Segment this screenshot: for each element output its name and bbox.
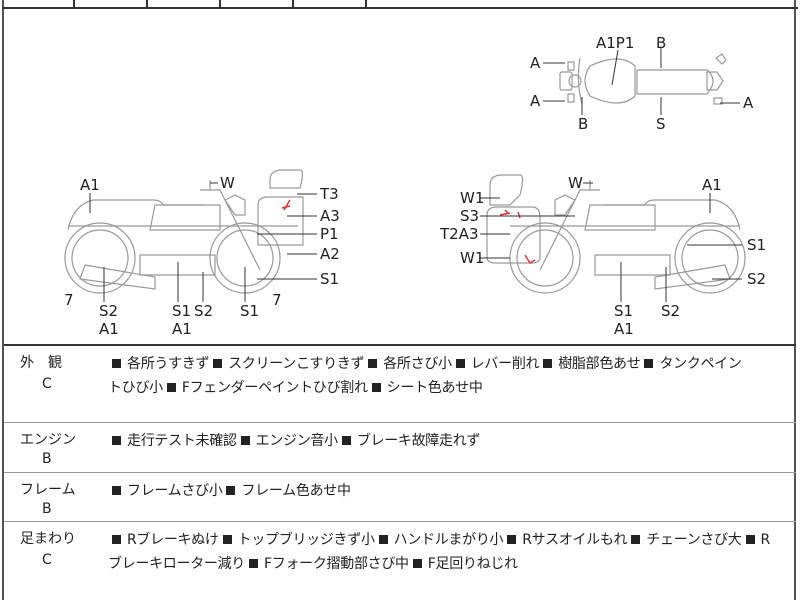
column-divider: [365, 0, 367, 7]
motorcycle-outline-icons: [64, 48, 746, 302]
bullet-square-icon: [222, 535, 232, 544]
header-table-row: [2, 0, 798, 9]
bullet-square-icon: [745, 535, 755, 544]
bullet-square-icon: [240, 436, 250, 445]
section-grade: C: [42, 552, 52, 568]
damage-marks-left: [281, 199, 291, 211]
label-right-w1-bottom: W1: [460, 249, 485, 267]
label-top-a1p1: A1P1: [596, 34, 635, 52]
top-view-motorcycle-icon: [559, 53, 727, 105]
label-right-t2a3: T2A3: [440, 225, 479, 243]
left-side-motorcycle-icon: [64, 169, 304, 294]
section-frame: フレーム B フレームさび小フレーム色あせ中: [4, 473, 796, 521]
label-top-b-lower: B: [578, 115, 589, 133]
bullet-square-icon: [368, 359, 378, 368]
column-divider: [146, 0, 148, 7]
bullet-square-icon: [249, 559, 258, 568]
bullet-square-icon: [213, 359, 223, 368]
label-top-a-front-lower: A: [530, 92, 541, 110]
section-notes: 走行テスト未確認エンジン音小ブレーキ故障走れず: [108, 429, 788, 453]
column-divider: [292, 0, 294, 7]
bullet-square-icon: [341, 436, 351, 445]
section-notes: フレームさび小フレーム色あせ中: [108, 479, 788, 503]
bullet-square-icon: [166, 383, 176, 392]
section-grade: B: [42, 451, 52, 467]
bullet-square-icon: [112, 486, 121, 495]
label-top-a-rear: A: [743, 94, 754, 112]
bullet-square-icon: [455, 359, 465, 368]
section-name: フレーム: [20, 482, 76, 498]
label-left-w: W: [220, 174, 235, 192]
column-divider: [73, 0, 75, 7]
label-left-p1: P1: [320, 225, 339, 243]
section-divider: [4, 521, 796, 522]
label-left-a2: A2: [320, 245, 340, 263]
label-left-a1-a: A1: [99, 320, 119, 338]
label-right-a1-a: A1: [614, 320, 634, 338]
label-right-w1-top: W1: [460, 189, 485, 207]
label-right-s2: S2: [747, 270, 767, 288]
damage-marks-right: [499, 209, 536, 265]
section-exterior: 外 観 C 各所うすきずスクリーンこすりきず各所さび小レバー削れ樹脂部色あせタン…: [4, 346, 796, 422]
bullet-square-icon: [112, 359, 121, 368]
bullet-square-icon: [631, 535, 641, 544]
bullet-square-icon: [507, 535, 517, 544]
label-left-s1-c: S1: [240, 302, 260, 320]
label-left-s2-a: S2: [99, 302, 119, 320]
section-name: 外 観: [20, 355, 62, 371]
section-grade: C: [42, 376, 52, 392]
section-name: 足まわり: [20, 531, 76, 547]
section-notes: 各所うすきずスクリーンこすりきず各所さび小レバー削れ樹脂部色あせタンクペイントひ…: [108, 356, 742, 396]
leader-lines: [89, 48, 742, 302]
section-divider: [4, 422, 796, 423]
bullet-square-icon: [371, 383, 381, 392]
label-left-s2-b: S2: [194, 302, 214, 320]
label-left-a3: A3: [320, 207, 340, 225]
label-left-7-front: 7: [272, 291, 282, 309]
label-right-w: W: [568, 174, 583, 192]
label-top-b-upper: B: [656, 34, 667, 52]
bullet-square-icon: [112, 436, 121, 445]
label-right-s2-a: S2: [661, 302, 681, 320]
damage-diagram: A1P1 B A A B S A A1 W T3 A3 P1 A2 S1 7 7…: [4, 9, 796, 345]
label-left-s1-b: S1: [172, 302, 192, 320]
label-left-s1: S1: [320, 270, 340, 288]
label-left-a1-top: A1: [80, 176, 100, 194]
bullet-square-icon: [543, 359, 553, 368]
right-side-motorcycle-icon: [486, 174, 746, 294]
section-name: エンジン: [20, 432, 76, 448]
label-left-a1-b: A1: [172, 320, 192, 338]
column-divider: [219, 0, 221, 7]
section-grade: B: [42, 501, 52, 517]
bullet-square-icon: [226, 486, 236, 495]
label-top-a-front-upper: A: [530, 54, 541, 72]
section-divider: [4, 472, 796, 473]
label-top-s: S: [656, 115, 666, 133]
label-left-7-rear: 7: [64, 291, 74, 309]
label-right-s3: S3: [460, 207, 480, 225]
bullet-square-icon: [112, 535, 121, 544]
label-right-s1: S1: [747, 236, 767, 254]
label-right-a1-top: A1: [702, 176, 722, 194]
label-right-s1-a: S1: [614, 302, 634, 320]
bullet-square-icon: [378, 535, 388, 544]
bullet-square-icon: [644, 359, 654, 368]
section-divider: [4, 344, 796, 346]
bullet-square-icon: [412, 559, 422, 568]
label-left-t3: T3: [320, 185, 339, 203]
section-engine: エンジン B 走行テスト未確認エンジン音小ブレーキ故障走れず: [4, 423, 796, 471]
